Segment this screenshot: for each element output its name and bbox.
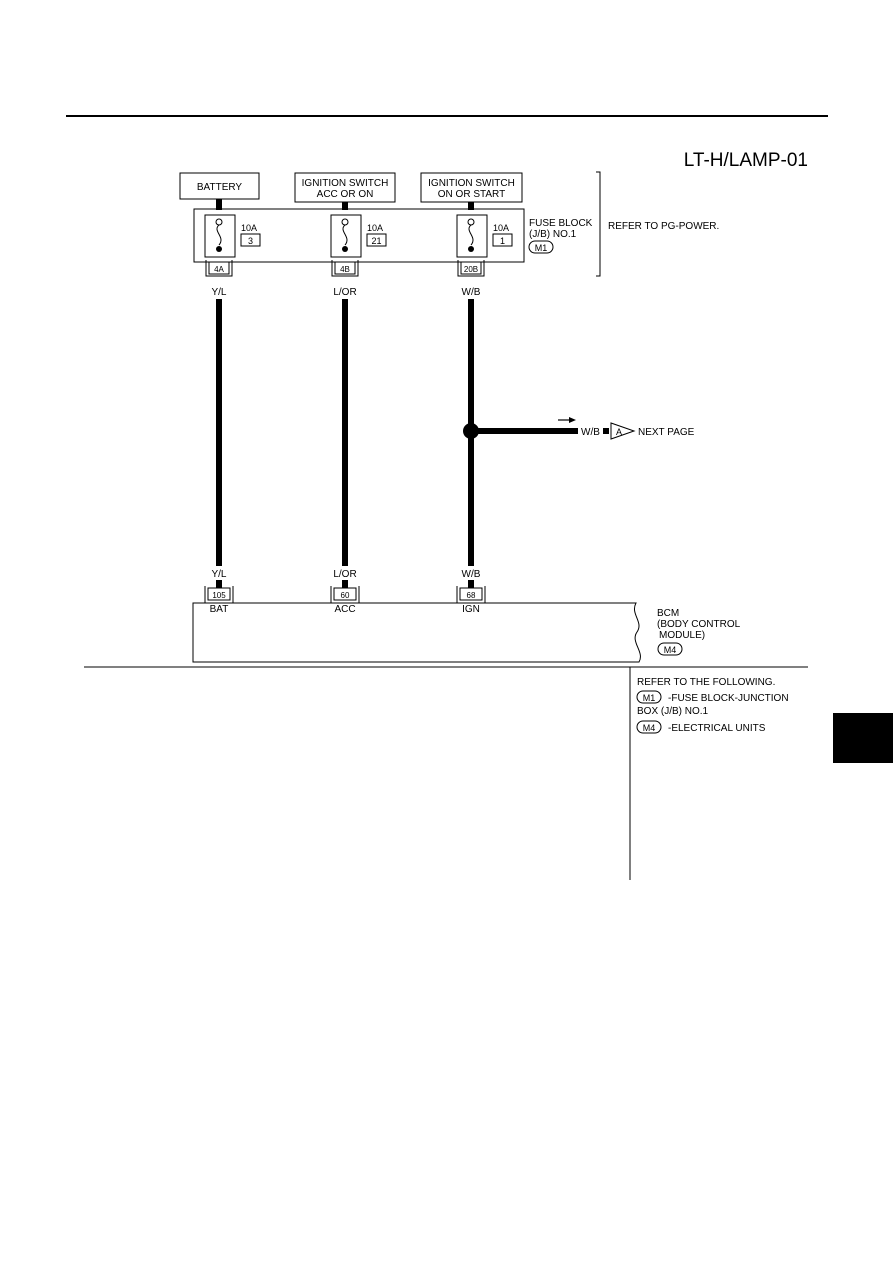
bcm-wire-color: L/OR	[333, 569, 356, 580]
ignition-switch-on-source: IGNITION SWITCH ON OR START	[420, 172, 523, 203]
branch-terminal	[603, 428, 609, 434]
bcm-module	[192, 602, 641, 663]
bcm-terminal-name: ACC	[334, 604, 355, 615]
svg-text:105: 105	[212, 591, 226, 600]
fuse-rating: 10A	[241, 223, 257, 233]
reference-title: REFER TO THE FOLLOWING.	[637, 677, 775, 688]
battery-label: BATTERY	[197, 182, 243, 193]
svg-text:M1: M1	[535, 243, 548, 253]
svg-text:20B: 20B	[464, 265, 478, 274]
branch-wire-color: W/B	[581, 427, 600, 438]
svg-text:M1: M1	[643, 693, 656, 703]
bcm-label-line1: BCM	[657, 608, 679, 619]
fuse-block-label-line1: FUSE BLOCK	[529, 218, 593, 229]
fuse-number: 3	[248, 236, 253, 246]
diagram-id: LT-H/LAMP-01	[684, 150, 808, 171]
fuse-block-terminal: 20B	[457, 260, 485, 277]
ignition-acc-label-line2: ACC OR ON	[317, 189, 374, 200]
svg-text:-ELECTRICAL UNITS: -ELECTRICAL UNITS	[668, 723, 766, 734]
fuse-rating: 10A	[493, 223, 509, 233]
wire-color-label: L/OR	[333, 287, 356, 298]
bcm-connector-badge: M4	[657, 642, 683, 656]
fuse-ign: 10A 1	[456, 214, 513, 258]
wire-color-label: Y/L	[211, 287, 226, 298]
fuse-block-terminal: 4A	[205, 260, 233, 277]
fuse-block-label-line2: (J/B) NO.1	[529, 229, 577, 240]
fuse-number: 1	[500, 236, 505, 246]
fuse-block-refer: REFER TO PG-POWER.	[608, 221, 719, 232]
ignition-on-label-line1: IGNITION SWITCH	[428, 178, 515, 189]
fuse-battery: 10A 3	[204, 214, 261, 258]
fuse-block-bracket	[596, 171, 601, 277]
svg-text:68: 68	[467, 591, 476, 600]
fuse-block-terminal: 4B	[331, 260, 359, 277]
bcm-pin: 60	[330, 586, 360, 604]
reference-item: M1 -FUSE BLOCK-JUNCTION BOX (J/B) NO.1	[636, 690, 789, 717]
svg-text:M4: M4	[664, 645, 677, 655]
fuse-block-connector-badge: M1	[528, 240, 554, 254]
svg-text:M4: M4	[643, 723, 656, 733]
wire-color-label: W/B	[462, 287, 481, 298]
ignition-switch-acc-source: IGNITION SWITCH ACC OR ON	[294, 172, 396, 203]
battery-source: BATTERY	[179, 172, 260, 200]
fuse-number: 21	[371, 236, 381, 246]
bcm-pin: 105	[204, 586, 234, 604]
next-page-label: NEXT PAGE	[638, 427, 695, 438]
ignition-acc-label-line1: IGNITION SWITCH	[302, 178, 389, 189]
fuse-rating: 10A	[367, 223, 383, 233]
bcm-pin: 68	[456, 586, 486, 604]
bcm-wire-color: W/B	[462, 569, 481, 580]
next-page-arrow-icon: A	[610, 422, 636, 440]
bcm-wire-color: Y/L	[211, 569, 226, 580]
svg-text:-FUSE BLOCK-JUNCTION: -FUSE BLOCK-JUNCTION	[668, 693, 789, 704]
bcm-terminal-name: BAT	[210, 604, 229, 615]
direction-arrow-icon	[558, 417, 576, 423]
branch-connector: A	[616, 427, 622, 437]
bcm-label-line3: MODULE)	[659, 630, 705, 641]
svg-text:60: 60	[341, 591, 350, 600]
section-tab	[833, 713, 893, 763]
svg-text:4B: 4B	[340, 265, 350, 274]
svg-text:4A: 4A	[214, 265, 224, 274]
bcm-label-line2: (BODY CONTROL	[657, 619, 741, 630]
svg-text:BOX (J/B) NO.1: BOX (J/B) NO.1	[637, 706, 709, 717]
fuse-block	[193, 208, 525, 263]
fuse-acc: 10A 21	[330, 214, 387, 258]
ignition-on-label-line2: ON OR START	[438, 189, 505, 200]
bcm-terminal-name: IGN	[462, 604, 480, 615]
reference-item: M4 -ELECTRICAL UNITS	[636, 720, 766, 734]
